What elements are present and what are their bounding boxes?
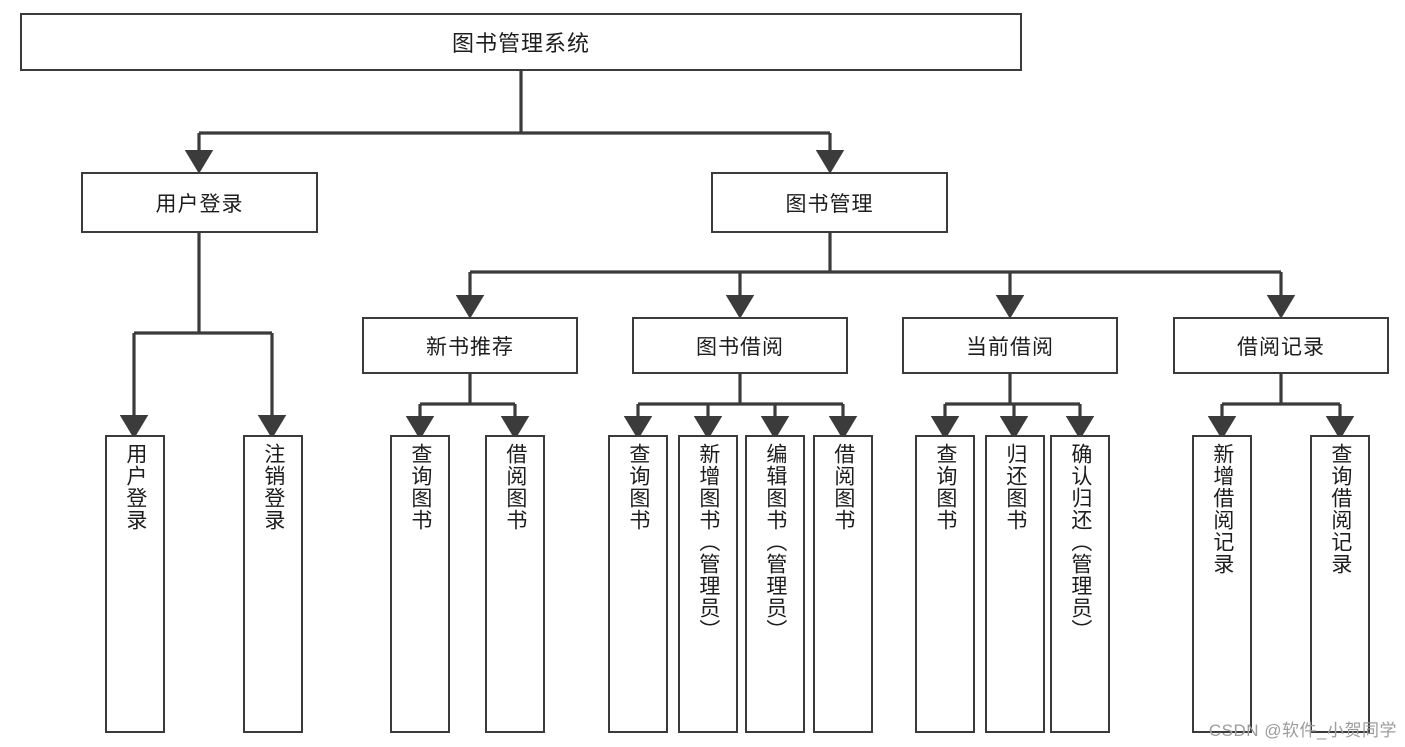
leaf-label: 注销登录 [261, 443, 285, 531]
node-new-book-recommend-label: 新书推荐 [426, 335, 514, 359]
node-borrow-record-label: 借阅记录 [1237, 335, 1325, 359]
node-current-borrow-label: 当前借阅 [966, 335, 1054, 359]
leaf-new-book-borrow[interactable]: 借阅图书 [485, 435, 545, 733]
leaf-user-login-logout[interactable]: 注销登录 [243, 435, 303, 733]
node-new-book-recommend[interactable]: 新书推荐 [362, 317, 578, 374]
leaf-label: 查询图书 [408, 443, 432, 531]
leaf-label: 借阅图书 [503, 443, 527, 531]
node-current-borrow[interactable]: 当前借阅 [902, 317, 1118, 374]
leaf-borrow-record-query[interactable]: 查询借阅记录 [1310, 435, 1370, 733]
node-book-management[interactable]: 图书管理 [711, 172, 948, 233]
leaf-label: 编辑图书（管理员） [763, 443, 787, 641]
leaf-label: 借阅图书 [831, 443, 855, 531]
node-book-borrow[interactable]: 图书借阅 [632, 317, 848, 374]
leaf-book-borrow-add[interactable]: 新增图书（管理员） [678, 435, 738, 733]
leaf-label: 新增图书（管理员） [696, 443, 720, 641]
leaf-book-borrow-query[interactable]: 查询图书 [608, 435, 668, 733]
leaf-label: 新增借阅记录 [1210, 443, 1234, 575]
node-borrow-record[interactable]: 借阅记录 [1173, 317, 1389, 374]
leaf-label: 查询图书 [933, 443, 957, 531]
leaf-label: 归还图书 [1003, 443, 1027, 531]
node-book-management-label: 图书管理 [785, 192, 874, 216]
node-root-book-management-system[interactable]: 图书管理系统 [20, 13, 1022, 71]
leaf-user-login-login[interactable]: 用户登录 [105, 435, 165, 733]
leaf-current-borrow-confirm-return[interactable]: 确认归还（管理员） [1050, 435, 1110, 733]
leaf-label: 查询借阅记录 [1328, 443, 1352, 575]
leaf-label: 查询图书 [626, 443, 650, 531]
node-root-label: 图书管理系统 [451, 31, 590, 56]
leaf-label: 用户登录 [123, 443, 147, 531]
node-user-login[interactable]: 用户登录 [81, 172, 318, 233]
leaf-current-borrow-return[interactable]: 归还图书 [985, 435, 1045, 733]
leaf-borrow-record-add[interactable]: 新增借阅记录 [1192, 435, 1252, 733]
leaf-book-borrow-edit[interactable]: 编辑图书（管理员） [745, 435, 805, 733]
csdn-watermark: CSDN @软件_小贺同学 [1208, 721, 1397, 740]
node-user-login-label: 用户登录 [155, 192, 244, 216]
leaf-current-borrow-query[interactable]: 查询图书 [915, 435, 975, 733]
node-book-borrow-label: 图书借阅 [696, 335, 784, 359]
leaf-new-book-query[interactable]: 查询图书 [390, 435, 450, 733]
leaf-label: 确认归还（管理员） [1068, 443, 1092, 641]
leaf-book-borrow-borrow[interactable]: 借阅图书 [813, 435, 873, 733]
